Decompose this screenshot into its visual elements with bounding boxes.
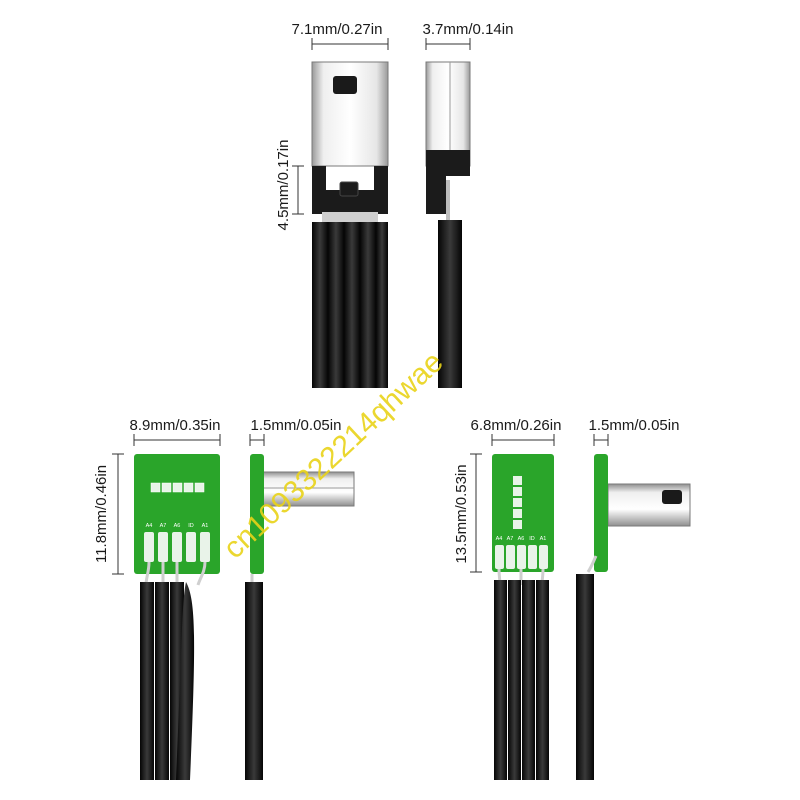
cable [312,222,328,388]
plug-hole-top [333,76,357,94]
cable [508,580,521,780]
dimension-label: 11.8mm/0.46in [93,465,110,563]
cable [494,580,507,780]
cable [536,580,549,780]
pin-label: A6 [518,536,525,542]
dimension-label: 6.8mm/0.26in [471,417,562,434]
pin-label: A1 [202,523,209,529]
right-pcb-connector: A4 A7 A6 ID A1 [492,454,554,780]
cable [344,222,360,388]
pin-label: A4 [146,523,153,529]
cable [576,574,594,780]
cable [245,582,263,780]
top-front-connector [311,61,389,388]
dimension-label: 1.5mm/0.05in [589,417,680,434]
dimension-label: 7.1mm/0.27in [292,21,383,38]
dimension-top-side-width: 3.7mm/0.14in [423,21,514,50]
right-side-connector [576,454,691,780]
dimension-label: 3.7mm/0.14in [423,21,514,38]
dimension-left-side-width: 1.5mm/0.05in [249,417,342,446]
dimension-label: 8.9mm/0.35in [130,417,221,434]
dimension-right-side-width: 1.5mm/0.05in [589,417,680,446]
top-side-connector [425,61,471,388]
dimension-right-width: 6.8mm/0.26in [471,417,562,446]
dimension-right-height: 13.5mm/0.53in [453,453,482,573]
pin-label: ID [188,523,194,529]
dimension-top-width: 7.1mm/0.27in [292,21,389,50]
cable [140,582,154,780]
dimension-left-width: 8.9mm/0.35in [130,417,221,446]
pin-label: A7 [160,523,167,529]
left-side-connector [245,454,355,780]
dimension-label: 1.5mm/0.05in [251,417,342,434]
cable [438,220,462,388]
cable [328,222,344,388]
pin-label: A4 [496,536,503,542]
dimension-top-height: 4.5mm/0.17in [275,140,304,231]
pin-label: A7 [507,536,514,542]
dimension-label: 13.5mm/0.53in [453,464,470,563]
plug-hole-right [662,490,682,504]
dimension-label: 4.5mm/0.17in [275,140,292,231]
cable [176,582,195,780]
cable [155,582,169,780]
pin-label: A1 [540,536,547,542]
cable [522,580,535,780]
pin-label: A6 [174,523,181,529]
cable [376,222,388,388]
pin-label: ID [529,536,535,542]
dimension-left-height: 11.8mm/0.46in [93,453,124,575]
cable [360,222,376,388]
left-pcb-connector: A4 A7 A6 ID A1 [134,454,220,780]
